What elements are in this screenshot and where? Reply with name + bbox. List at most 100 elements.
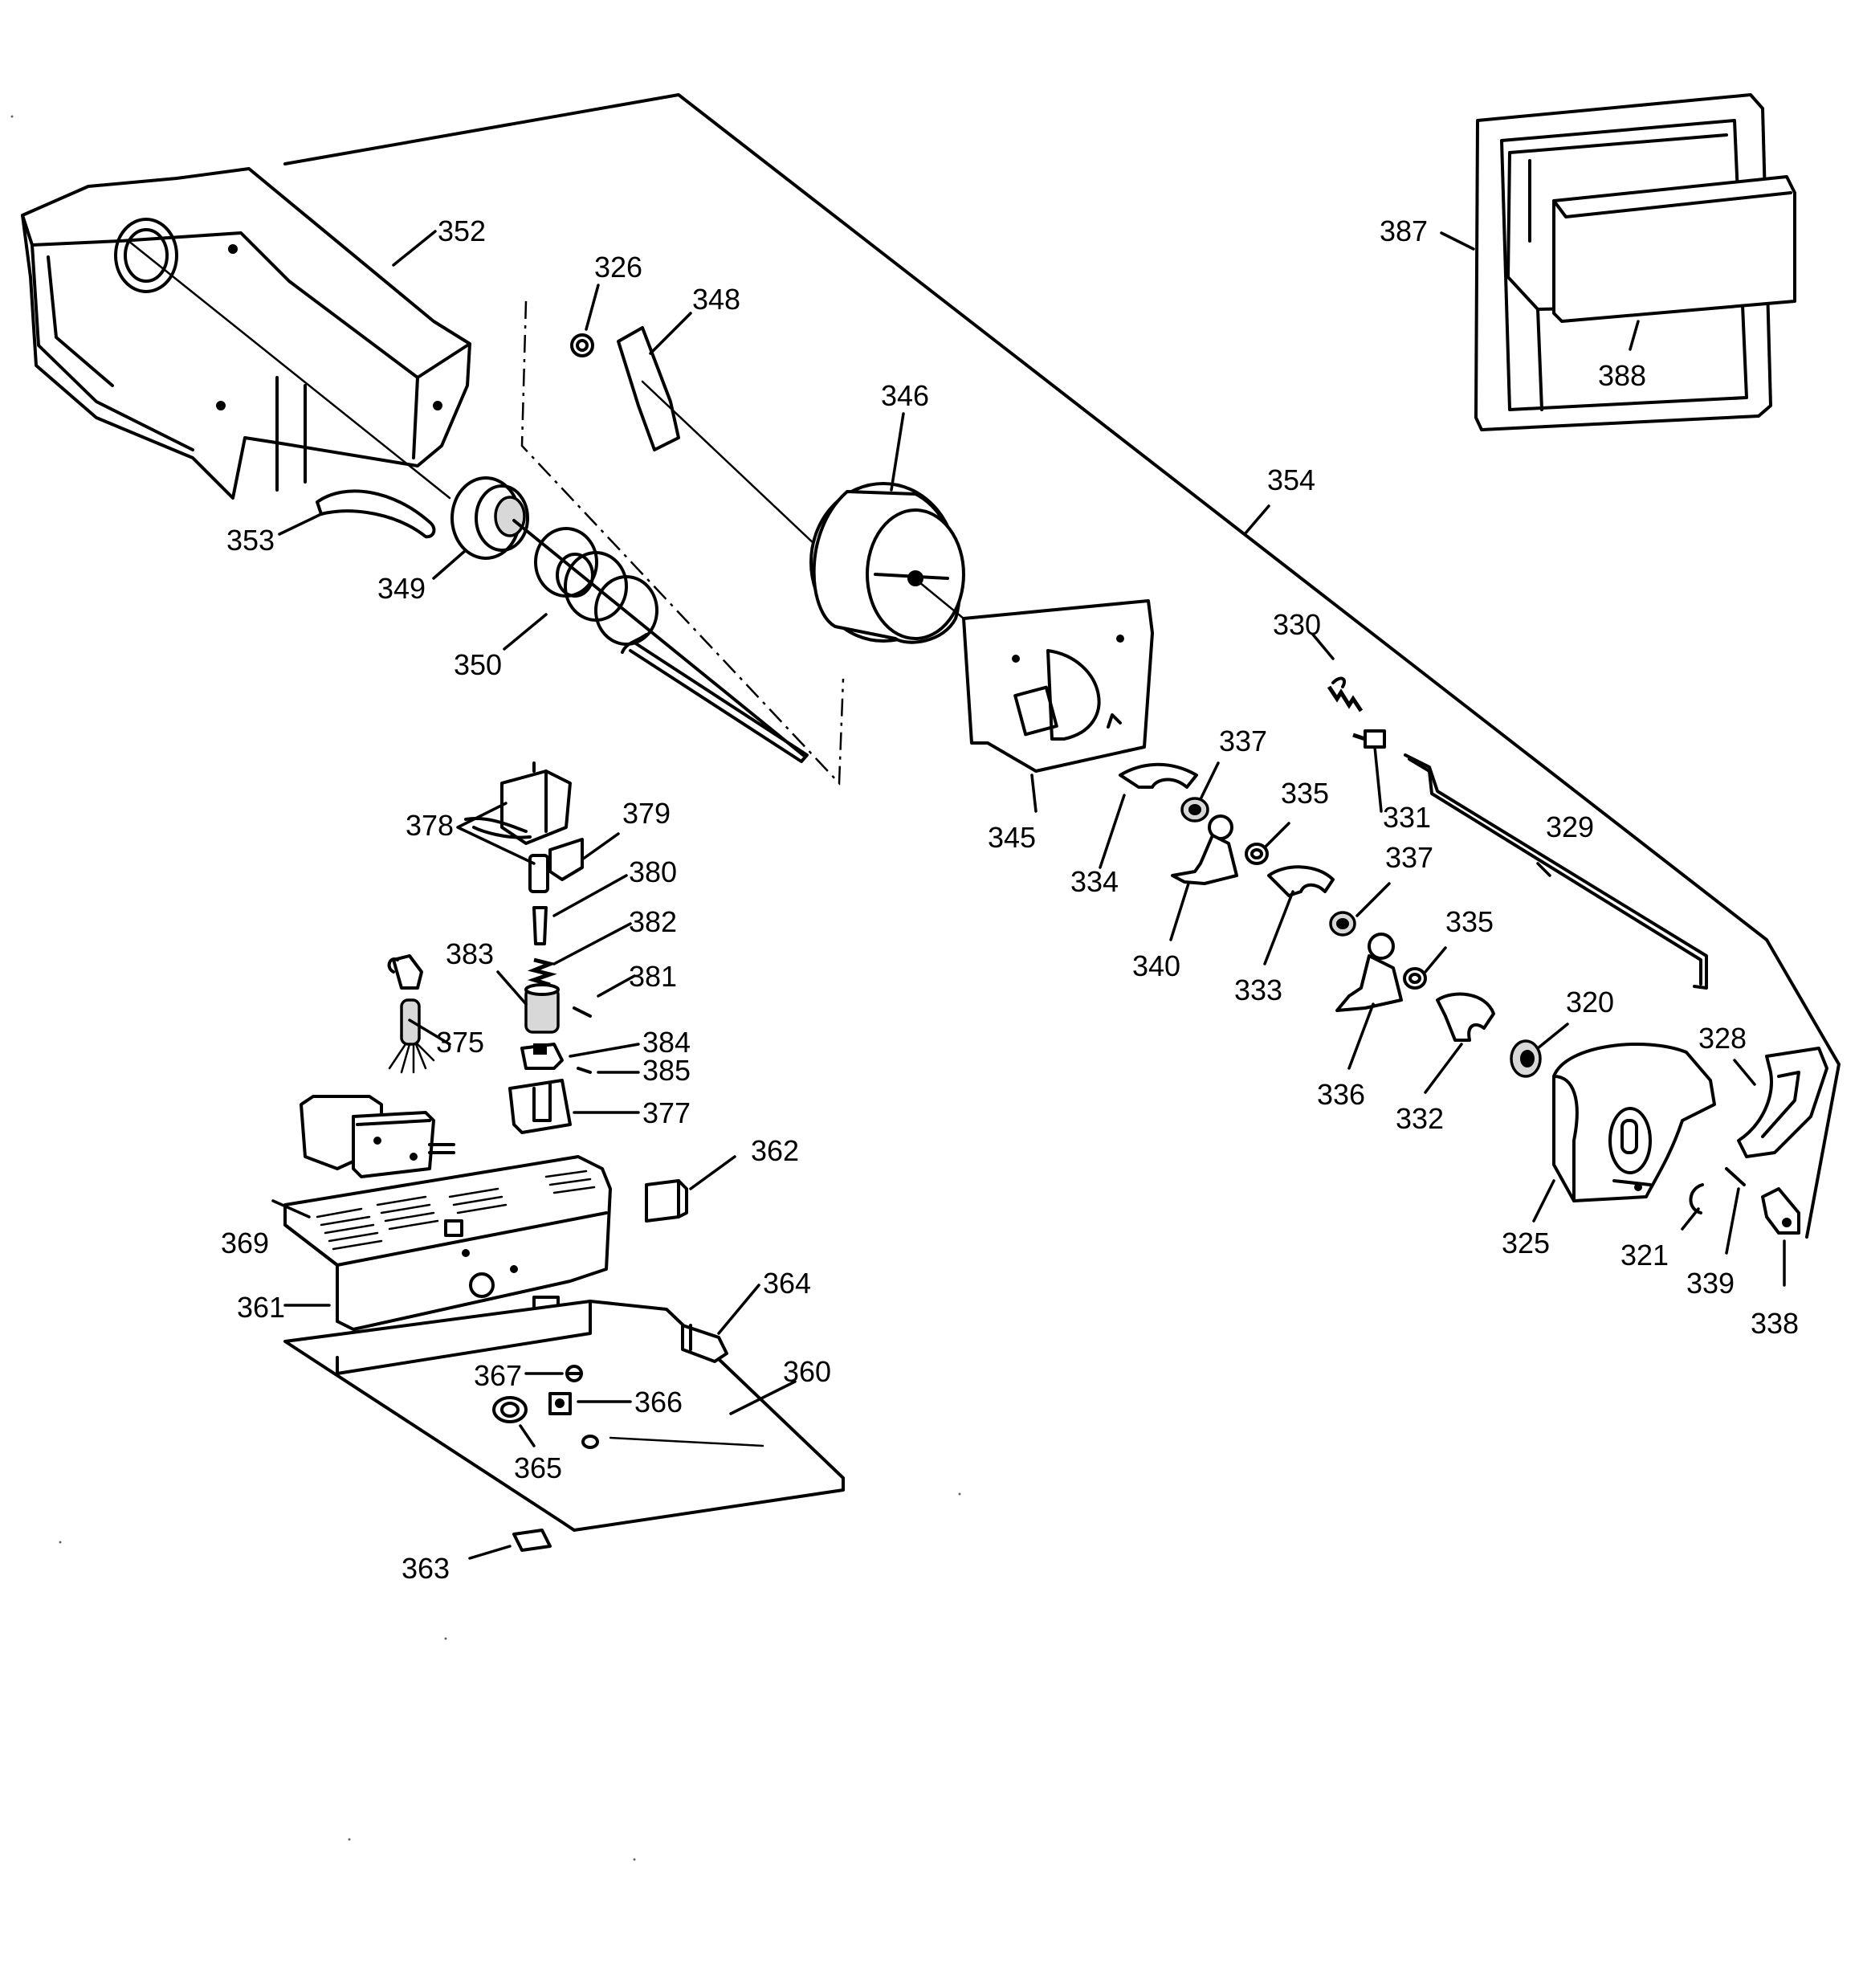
label-379: 379 xyxy=(622,797,671,830)
part-321-retaining-ring xyxy=(1689,1183,1704,1214)
part-334-lever xyxy=(1119,762,1198,789)
label-339: 339 xyxy=(1686,1267,1735,1300)
label-369: 369 xyxy=(221,1227,269,1259)
label-334: 334 xyxy=(1070,865,1119,898)
label-333: 333 xyxy=(1234,974,1282,1006)
part-378-solenoid xyxy=(464,761,572,845)
label-320: 320 xyxy=(1566,986,1614,1018)
label-362: 362 xyxy=(751,1134,799,1167)
part-381-pin xyxy=(573,1006,592,1018)
part-377-bracket xyxy=(508,1079,572,1134)
part-367-screw xyxy=(565,1365,583,1382)
part-352-ice-bucket xyxy=(21,167,471,500)
label-321: 321 xyxy=(1620,1239,1669,1272)
part-384-bushing xyxy=(520,1043,564,1070)
part-362-clip xyxy=(645,1179,688,1223)
part-379-guard xyxy=(548,838,584,881)
part-331-clip xyxy=(1352,729,1386,749)
part-340-cam xyxy=(1171,814,1238,885)
part-353-wire-bail xyxy=(316,489,436,539)
part-338-bracket xyxy=(1761,1187,1800,1235)
part-382-spring xyxy=(527,957,557,987)
label-338: 338 xyxy=(1751,1307,1799,1340)
label-375: 375 xyxy=(436,1026,484,1059)
label-361: 361 xyxy=(237,1291,285,1324)
label-381: 381 xyxy=(629,960,677,993)
part-333-lever xyxy=(1267,865,1335,897)
label-328: 328 xyxy=(1698,1022,1747,1055)
label-348: 348 xyxy=(692,283,740,316)
part-325-motor-housing xyxy=(1552,1043,1716,1202)
part-335-washer-upper xyxy=(1245,843,1269,865)
part-361-chassis xyxy=(283,1155,612,1331)
label-367: 367 xyxy=(474,1359,522,1392)
label-337a: 337 xyxy=(1219,725,1267,757)
part-337-spring-upper xyxy=(1180,797,1209,823)
part-375-wire-harness xyxy=(387,954,435,1074)
label-350: 350 xyxy=(454,648,502,681)
part-349-bearing xyxy=(450,476,529,560)
label-337b: 337 xyxy=(1385,841,1433,874)
part-320-hub xyxy=(1510,1039,1542,1078)
part-383-sleeve xyxy=(524,983,560,1034)
label-325: 325 xyxy=(1502,1227,1550,1259)
part-354-housing-outline xyxy=(283,93,1841,1239)
part-326-washer xyxy=(570,333,594,357)
label-388: 388 xyxy=(1598,359,1646,392)
part-337-spring-lower xyxy=(1329,911,1356,937)
part-346-auger-drum xyxy=(809,482,965,644)
label-384: 384 xyxy=(642,1026,691,1059)
label-346: 346 xyxy=(881,379,929,412)
part-364-thermostat xyxy=(681,1324,728,1363)
part-360-base-plate xyxy=(283,1300,845,1532)
part-336-cam xyxy=(1335,933,1403,1012)
label-326: 326 xyxy=(594,251,642,284)
label-332: 332 xyxy=(1396,1102,1444,1135)
label-385: 385 xyxy=(642,1054,691,1087)
label-363: 363 xyxy=(402,1552,450,1585)
label-345: 345 xyxy=(988,821,1036,854)
part-group-bracket xyxy=(520,300,845,786)
label-364: 364 xyxy=(763,1267,811,1300)
label-335b: 335 xyxy=(1445,905,1494,938)
part-339-pin xyxy=(1725,1167,1746,1186)
part-369-drive-motor xyxy=(300,1095,455,1178)
label-329: 329 xyxy=(1546,810,1594,843)
label-380: 380 xyxy=(629,855,677,888)
label-336: 336 xyxy=(1317,1078,1365,1111)
part-366-clip xyxy=(548,1392,572,1415)
chassis-vents xyxy=(316,1170,596,1251)
part-labels: 352 326 348 346 353 349 350 354 330 331 … xyxy=(221,214,1799,1585)
label-340: 340 xyxy=(1132,949,1180,982)
label-353: 353 xyxy=(226,524,275,557)
label-387: 387 xyxy=(1380,214,1428,247)
label-365: 365 xyxy=(514,1451,562,1484)
scan-specks xyxy=(10,115,961,1861)
label-349: 349 xyxy=(377,572,426,605)
part-332-lever xyxy=(1436,992,1495,1042)
label-352: 352 xyxy=(438,214,486,247)
label-383: 383 xyxy=(446,937,494,970)
label-335a: 335 xyxy=(1281,777,1329,810)
part-335-washer-lower xyxy=(1403,967,1427,990)
leader-lines xyxy=(271,230,1786,1560)
part-329-actuator-rod xyxy=(1404,753,1708,990)
part-363-switch xyxy=(512,1529,552,1552)
label-330: 330 xyxy=(1273,608,1321,641)
part-385-pin xyxy=(577,1067,592,1074)
label-378: 378 xyxy=(406,809,454,842)
label-354: 354 xyxy=(1267,463,1315,496)
part-330-spring xyxy=(1327,676,1364,712)
part-345-mounting-plate xyxy=(962,599,1154,773)
label-382: 382 xyxy=(629,905,677,938)
part-365-grommet xyxy=(492,1396,528,1423)
part-350-auger xyxy=(512,519,809,763)
part-328-cover xyxy=(1737,1047,1828,1158)
label-331: 331 xyxy=(1383,801,1431,834)
part-388-dispenser-door-flap xyxy=(1552,175,1796,323)
label-360: 360 xyxy=(783,1355,831,1388)
label-377: 377 xyxy=(642,1096,691,1129)
label-366: 366 xyxy=(634,1386,683,1419)
part-380-plunger xyxy=(528,854,549,945)
